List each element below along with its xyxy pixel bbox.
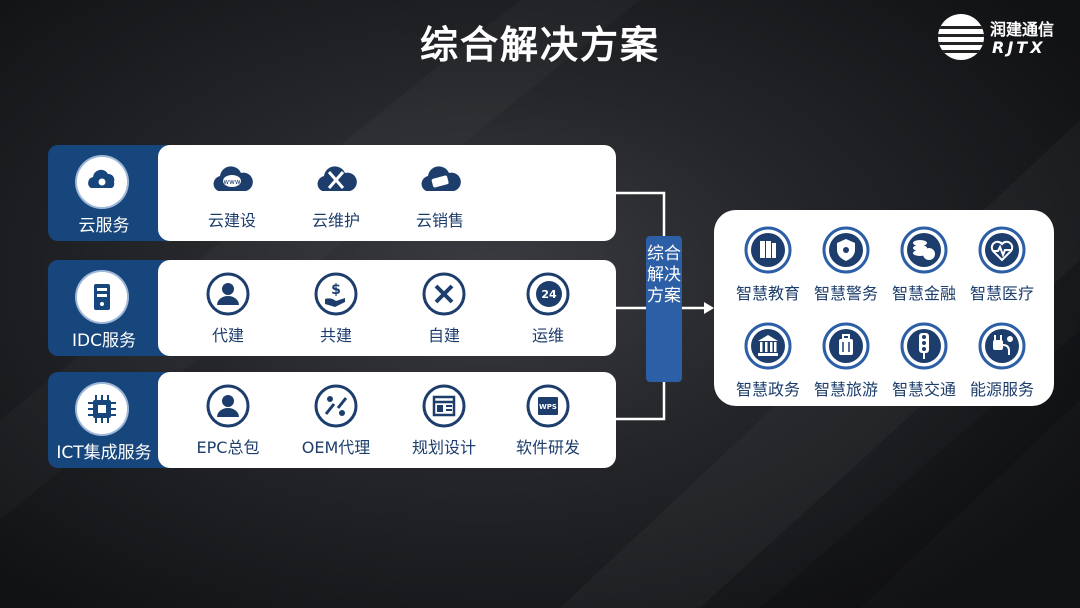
- service-item-label: 运维: [531, 326, 564, 345]
- solution-item[interactable]: 智慧教育: [728, 220, 808, 310]
- service-card: 代建 $ 共建 自建 24 运维: [158, 260, 616, 356]
- service-item[interactable]: OEM代理: [286, 380, 386, 460]
- service-item-label: 自建: [427, 326, 460, 345]
- service-item[interactable]: 云销售: [390, 153, 490, 233]
- solution-item[interactable]: 智慧医疗: [962, 220, 1042, 310]
- cloud-gear-icon: [77, 157, 127, 207]
- service-item-label: OEM代理: [301, 438, 371, 457]
- solution-label: 智慧医疗: [969, 284, 1034, 303]
- luggage-icon: [822, 322, 870, 370]
- service-item-label: 共建: [319, 326, 352, 345]
- svg-text:www: www: [223, 178, 240, 186]
- svg-text:24: 24: [541, 288, 557, 301]
- service-item-label: 云建设: [207, 211, 256, 230]
- cloud-www-icon: www: [213, 166, 253, 191]
- service-row-ict: ICT集成服务 EPC总包 OEM代理: [48, 372, 616, 468]
- category-label: IDC服务: [72, 331, 136, 351]
- page-title: 综合解决方案: [419, 23, 660, 67]
- hand-dollar-icon: $: [314, 272, 358, 316]
- solution-label: 智慧政务: [735, 380, 800, 399]
- plug-icon: [978, 322, 1026, 370]
- svg-text:WPS: WPS: [539, 403, 557, 411]
- service-item-label: EPC总包: [196, 438, 260, 457]
- cloud-tag-icon: [421, 166, 461, 191]
- hub-label: 综合解决方案: [647, 244, 681, 306]
- service-item[interactable]: $ 共建: [286, 268, 386, 348]
- solution-item[interactable]: 智慧交通: [884, 316, 964, 406]
- service-card: www 云建设 云维护 云销售: [158, 145, 616, 241]
- 24h-icon: 24: [526, 272, 570, 316]
- solution-label: 智慧旅游: [813, 380, 878, 399]
- solutions-card: 智慧教育 智慧警务 智慧金融 智慧医疗: [714, 210, 1054, 406]
- service-item[interactable]: 代建: [178, 268, 278, 348]
- solution-label: 智慧金融: [891, 284, 956, 303]
- category-label: ICT集成服务: [56, 443, 152, 463]
- cloud-tools-icon: [317, 166, 357, 191]
- category-label: 云服务: [78, 216, 130, 236]
- company-logo: 润建通信 RJTX: [938, 12, 1068, 62]
- traffic-light-icon: [900, 322, 948, 370]
- layout-icon: [422, 384, 466, 428]
- service-item[interactable]: EPC总包: [178, 380, 278, 460]
- service-item-label: 代建: [211, 326, 244, 345]
- service-card: EPC总包 OEM代理 规划设计: [158, 372, 616, 468]
- solution-item[interactable]: 智慧警务: [806, 220, 886, 310]
- service-item-label: 软件研发: [515, 438, 580, 457]
- svg-text:$: $: [331, 282, 341, 298]
- service-row-cloud: 云服务 www 云建设 云维护 云销售: [48, 145, 616, 241]
- solution-label: 智慧警务: [813, 284, 878, 303]
- worker-icon: [206, 272, 250, 316]
- hub-box: 综合解决方案: [646, 236, 682, 382]
- logo-mark-icon: [938, 14, 984, 60]
- government-icon: [744, 322, 792, 370]
- logo-name-cn: 润建通信: [990, 20, 1055, 39]
- service-item[interactable]: 云维护: [286, 153, 386, 233]
- books-icon: [744, 226, 792, 274]
- solution-item[interactable]: 能源服务: [962, 316, 1042, 406]
- server-icon: [77, 272, 127, 322]
- handshake-icon: [314, 384, 358, 428]
- service-item-label: 规划设计: [411, 438, 476, 457]
- service-item[interactable]: 规划设计: [394, 380, 494, 460]
- service-item[interactable]: 自建: [394, 268, 494, 348]
- service-item[interactable]: 24 运维: [498, 268, 598, 348]
- solution-item[interactable]: 智慧政务: [728, 316, 808, 406]
- police-badge-icon: [822, 226, 870, 274]
- solution-label: 能源服务: [969, 380, 1034, 399]
- chip-icon: [77, 384, 127, 434]
- solution-label: 智慧交通: [891, 380, 956, 399]
- service-item[interactable]: www 云建设: [182, 153, 282, 233]
- service-row-idc: IDC服务 代建 $ 共建 自建: [48, 260, 616, 356]
- service-item-label: 云销售: [415, 211, 464, 230]
- solution-item[interactable]: 智慧旅游: [806, 316, 886, 406]
- service-item-label: 云维护: [311, 211, 360, 230]
- solution-item[interactable]: 智慧金融: [884, 220, 964, 310]
- logo-name-en: RJTX: [992, 38, 1046, 57]
- tools-icon: [422, 272, 466, 316]
- solution-label: 智慧教育: [735, 284, 800, 303]
- coins-icon: [900, 226, 948, 274]
- worker-icon: [206, 384, 250, 428]
- wps-doc-icon: WPS: [526, 384, 570, 428]
- heartbeat-icon: [978, 226, 1026, 274]
- service-item[interactable]: WPS 软件研发: [498, 380, 598, 460]
